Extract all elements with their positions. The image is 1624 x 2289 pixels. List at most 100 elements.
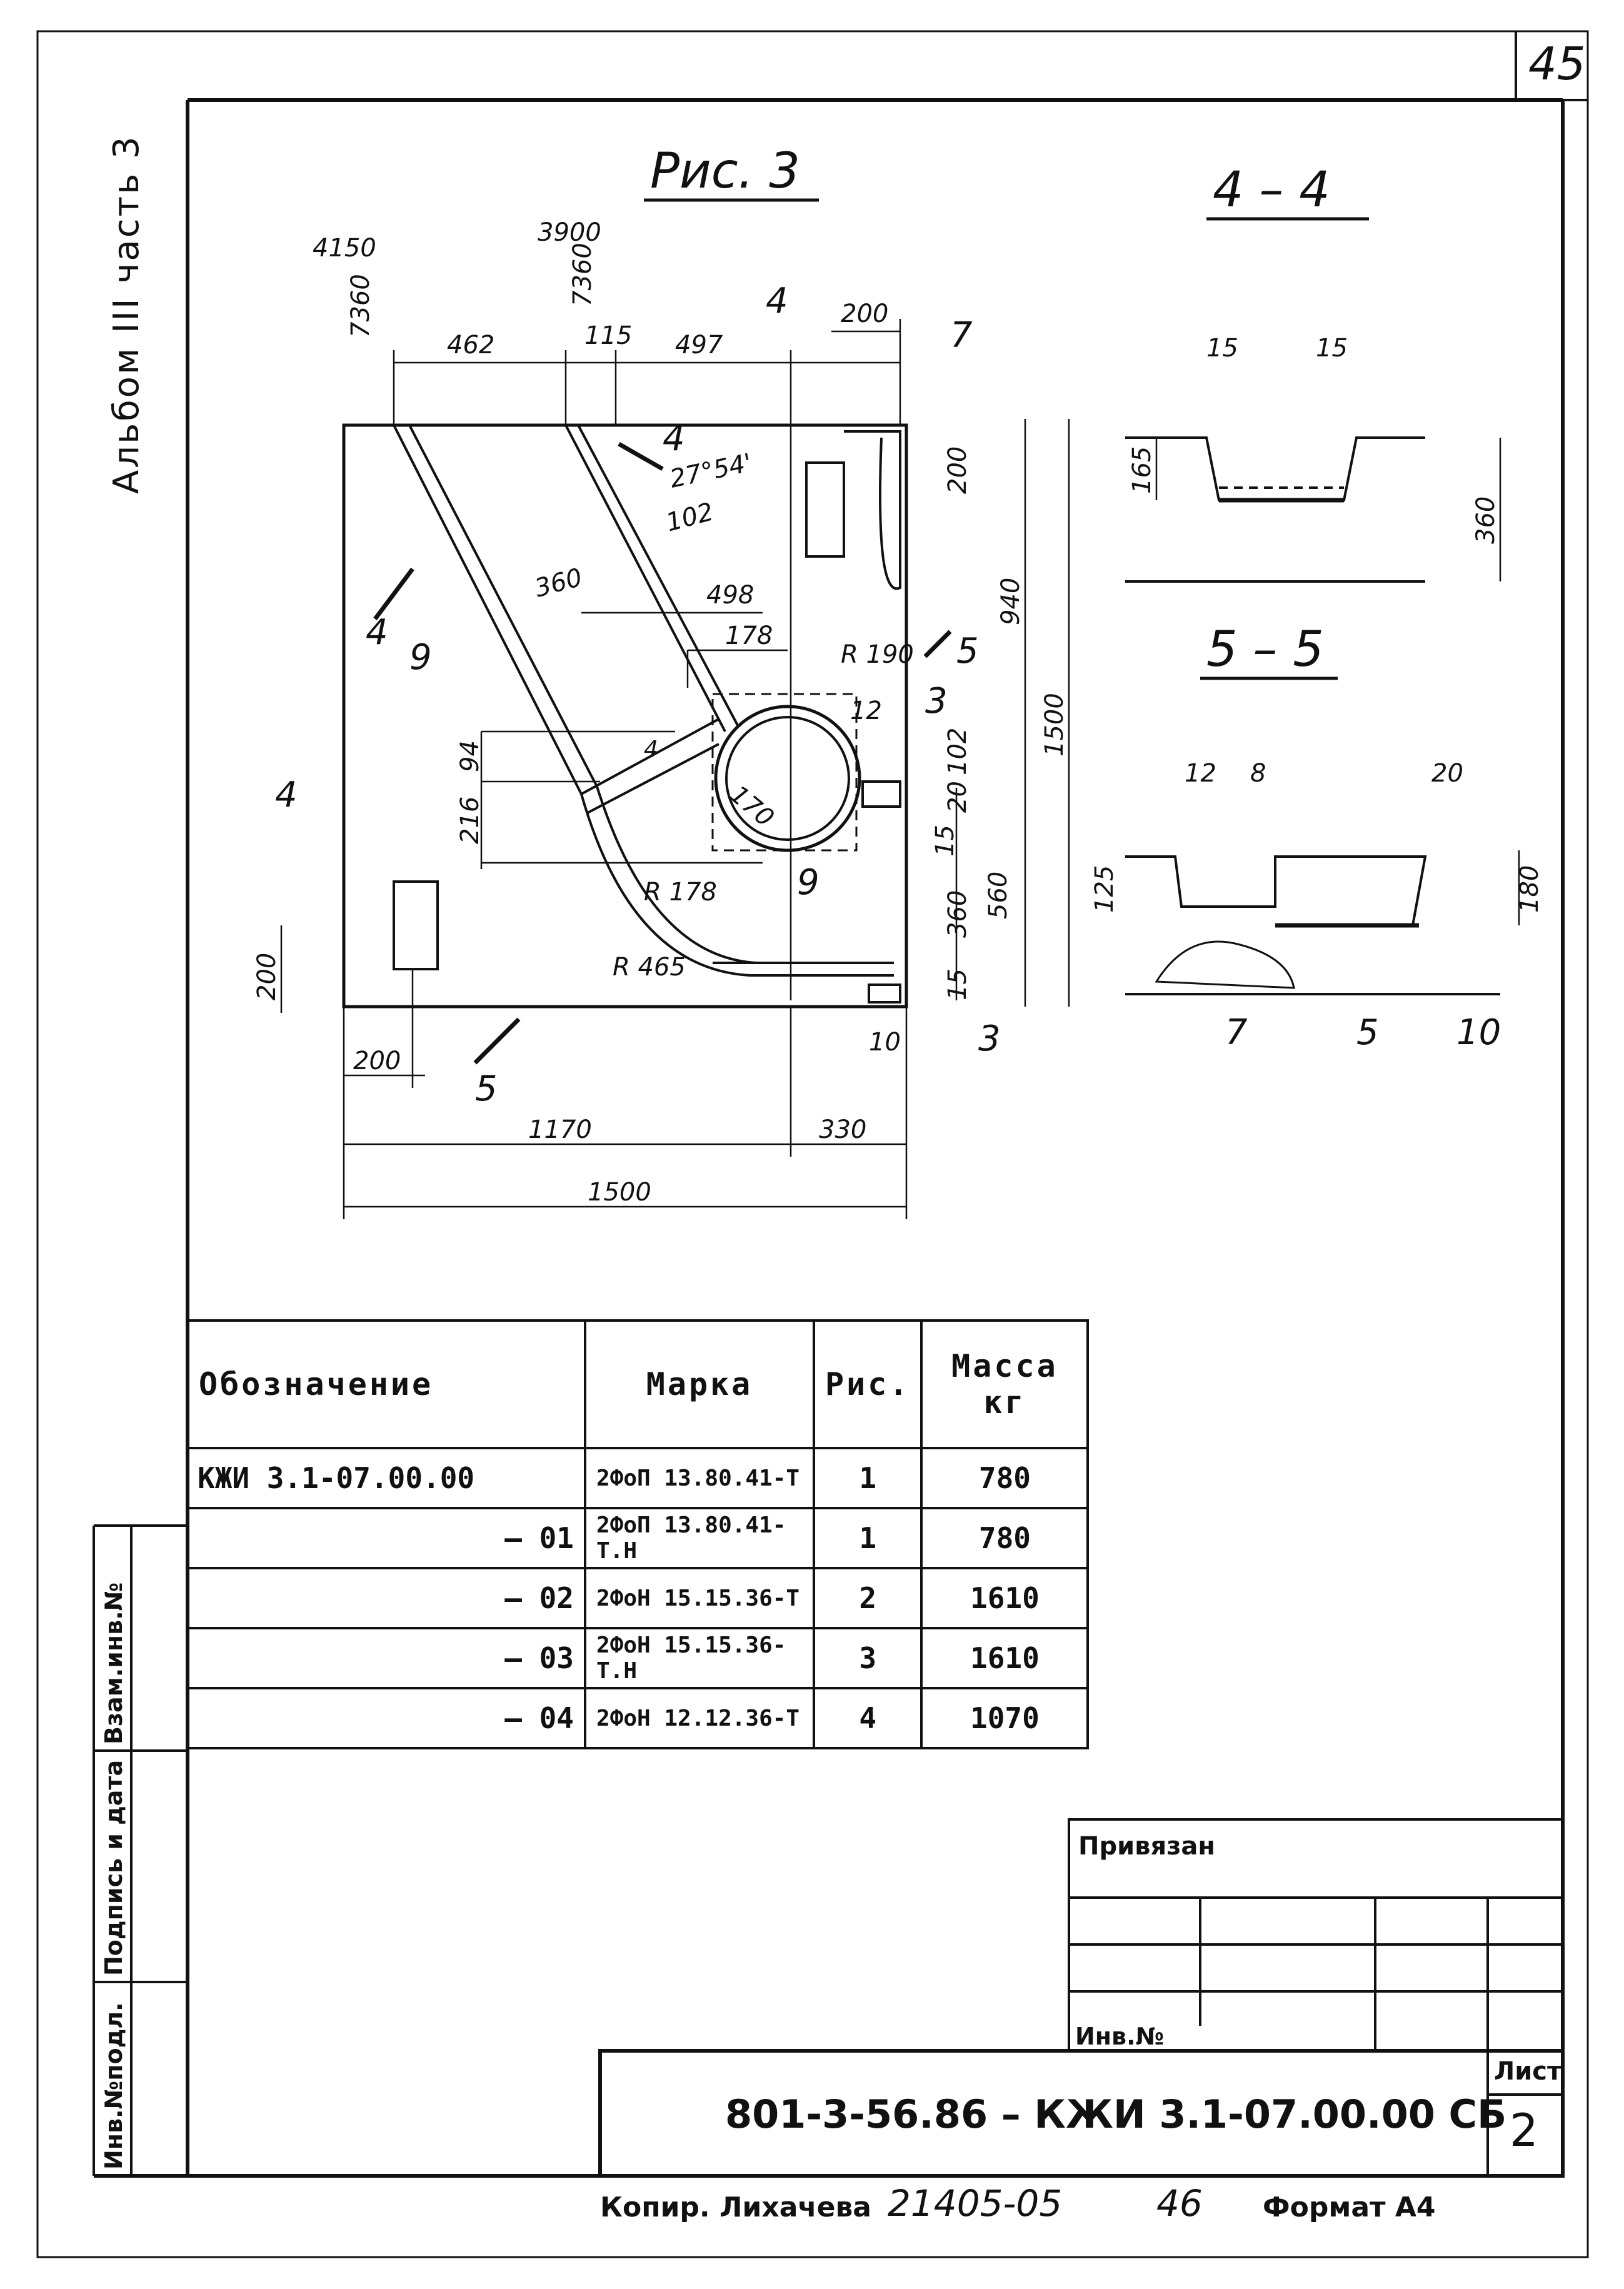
dim-497: 497 [675,331,723,360]
header-figure: Рис. [812,1319,923,1449]
callout-9-left: 9 [409,637,432,678]
dim-178: 178 [725,621,773,650]
dim-940: 940 [996,578,1025,625]
table-row: – 04 2ФоН 12.12.36-Т 4 1070 [186,1687,1090,1749]
s5-callout-10: 10 [1456,1012,1501,1053]
cell-figure: 2 [812,1567,923,1629]
callout-5-right: 5 [956,631,979,672]
dim-15b: 15 [943,968,972,1000]
dim-216: 216 [456,797,484,844]
dim-560: 560 [984,872,1013,919]
title-block [598,1818,1565,2178]
s4-dim-360: 360 [1471,496,1500,544]
cell-designation: – 04 [186,1687,586,1749]
cell-figure: 1 [812,1447,923,1509]
callout-4-section: 4 [663,418,685,459]
cell-designation: – 01 [186,1507,586,1569]
dim-3900: 3900 [538,218,601,247]
callout-4-small: 4 [644,737,658,762]
cell-mass: 1610 [920,1567,1090,1629]
dim-10: 10 [869,1028,901,1057]
footer-num: 46 [1156,2182,1203,2225]
section-4-title: 4 – 4 [1213,162,1330,218]
callout-7: 7 [950,315,973,356]
table-header-row: Обозначение Марка Рис. Масса кг [186,1319,1090,1449]
callout-4-left: 4 [366,612,388,653]
dim-360a: 360 [532,563,586,603]
section-5-5 [1125,850,1520,995]
dimension-lines [280,319,1070,1219]
cell-mass: 1070 [920,1687,1090,1749]
footer-format: Формат А4 [1263,2191,1436,2223]
dim-462: 462 [447,331,494,360]
dim-4150: 4150 [313,234,376,263]
s5-dim-20: 20 [1431,759,1463,788]
stamp-designation: 801-3-56.86 – КЖИ 3.1-07.00.00 СБ [725,2091,1507,2137]
side-stamp-podpis: Подпись и дата [100,1759,128,1976]
dim-15a: 15 [931,825,960,857]
table-row: КЖИ 3.1-07.00.00 2ФоП 13.80.41-Т 1 780 [188,1447,1090,1509]
callout-labels: 4 4 4 4 4 5 5 7 3 3 9 9 7 5 10 [275,281,1501,1109]
callout-9-right: 9 [797,862,820,903]
cell-mark: 2ФоН 15.15.36-Т.Н [584,1627,815,1689]
s5-callout-7: 7 [1225,1012,1248,1053]
dim-r465: R 465 [613,953,686,982]
footer-order: 21405-05 [888,2182,1063,2225]
dim-1500-horizontal: 1500 [588,1178,651,1207]
footer-copied: Копир. Лихачева [600,2191,871,2223]
stamp-inv: Инв.№ [1075,2023,1165,2050]
dim-7360b: 7360 [568,243,597,306]
pipe-circle [711,693,861,852]
figure-title: Рис. 3 [650,143,800,199]
callout-3-bottom: 3 [978,1019,1001,1059]
cell-mass: 780 [920,1447,1090,1509]
section-5-title: 5 – 5 [1206,621,1324,678]
dim-200-top: 200 [841,299,888,328]
cell-mark: 2ФоП 13.80.41-Т [584,1447,815,1509]
cell-figure: 4 [812,1687,923,1749]
header-mark: Марка [584,1319,815,1449]
section-marks [373,441,952,1065]
specification-table: Обозначение Марка Рис. Масса кг КЖИ 3.1-… [186,1319,1090,1749]
embedded-plates [393,461,901,1004]
dimension-labels: 4150 7360 3900 7360 462 115 497 200 200 … [253,218,1544,1207]
dim-94: 94 [456,740,484,772]
dim-498: 498 [706,581,754,610]
stamp-list-number: 2 [1510,2104,1538,2156]
dim-1170: 1170 [528,1115,592,1144]
s5-dim-125: 125 [1090,865,1119,913]
dim-330: 330 [819,1115,866,1144]
dim-12: 12 [850,697,882,725]
table-row: – 02 2ФоН 15.15.36-Т 2 1610 [186,1567,1090,1629]
cell-figure: 3 [812,1627,923,1689]
dim-20: 20 [943,781,972,813]
dim-1500-vertical: 1500 [1040,693,1069,757]
dim-r178: R 178 [644,878,717,907]
cell-designation: КЖИ 3.1-07.00.00 [188,1447,586,1509]
s5-dim-12: 12 [1185,759,1216,788]
dim-r190: R 190 [841,640,914,669]
callout-3-top: 3 [925,681,948,722]
table-row: – 01 2ФоП 13.80.41-Т.Н 1 780 [186,1507,1090,1569]
stamp-list-label: Лист [1494,2057,1562,2086]
dim-102b: 102 [943,728,972,775]
section-4-4 [1125,436,1501,583]
page-number: 45 [1528,38,1586,90]
callout-4-top: 4 [766,281,788,321]
cell-mark: 2ФоП 13.80.41-Т.Н [584,1507,815,1569]
dim-7360a: 7360 [346,274,375,338]
dim-200-left: 200 [253,953,281,1000]
side-stamp-inv-podl: Инв.№подл. [100,2002,128,2170]
s4-dim-15a: 15 [1206,334,1238,363]
s5-callout-5: 5 [1356,1012,1379,1053]
cell-mark: 2ФоН 12.12.36-Т [584,1687,815,1749]
table-row: – 03 2ФоН 15.15.36-Т.Н 3 1610 [186,1627,1090,1689]
dim-360b: 360 [943,890,972,938]
cell-designation: – 03 [186,1627,586,1689]
cell-mark: 2ФоН 15.15.36-Т [584,1567,815,1629]
s4-dim-15b: 15 [1316,334,1348,363]
cell-mass: 780 [920,1507,1090,1569]
cell-mass: 1610 [920,1627,1090,1689]
cell-designation: – 02 [186,1567,586,1629]
